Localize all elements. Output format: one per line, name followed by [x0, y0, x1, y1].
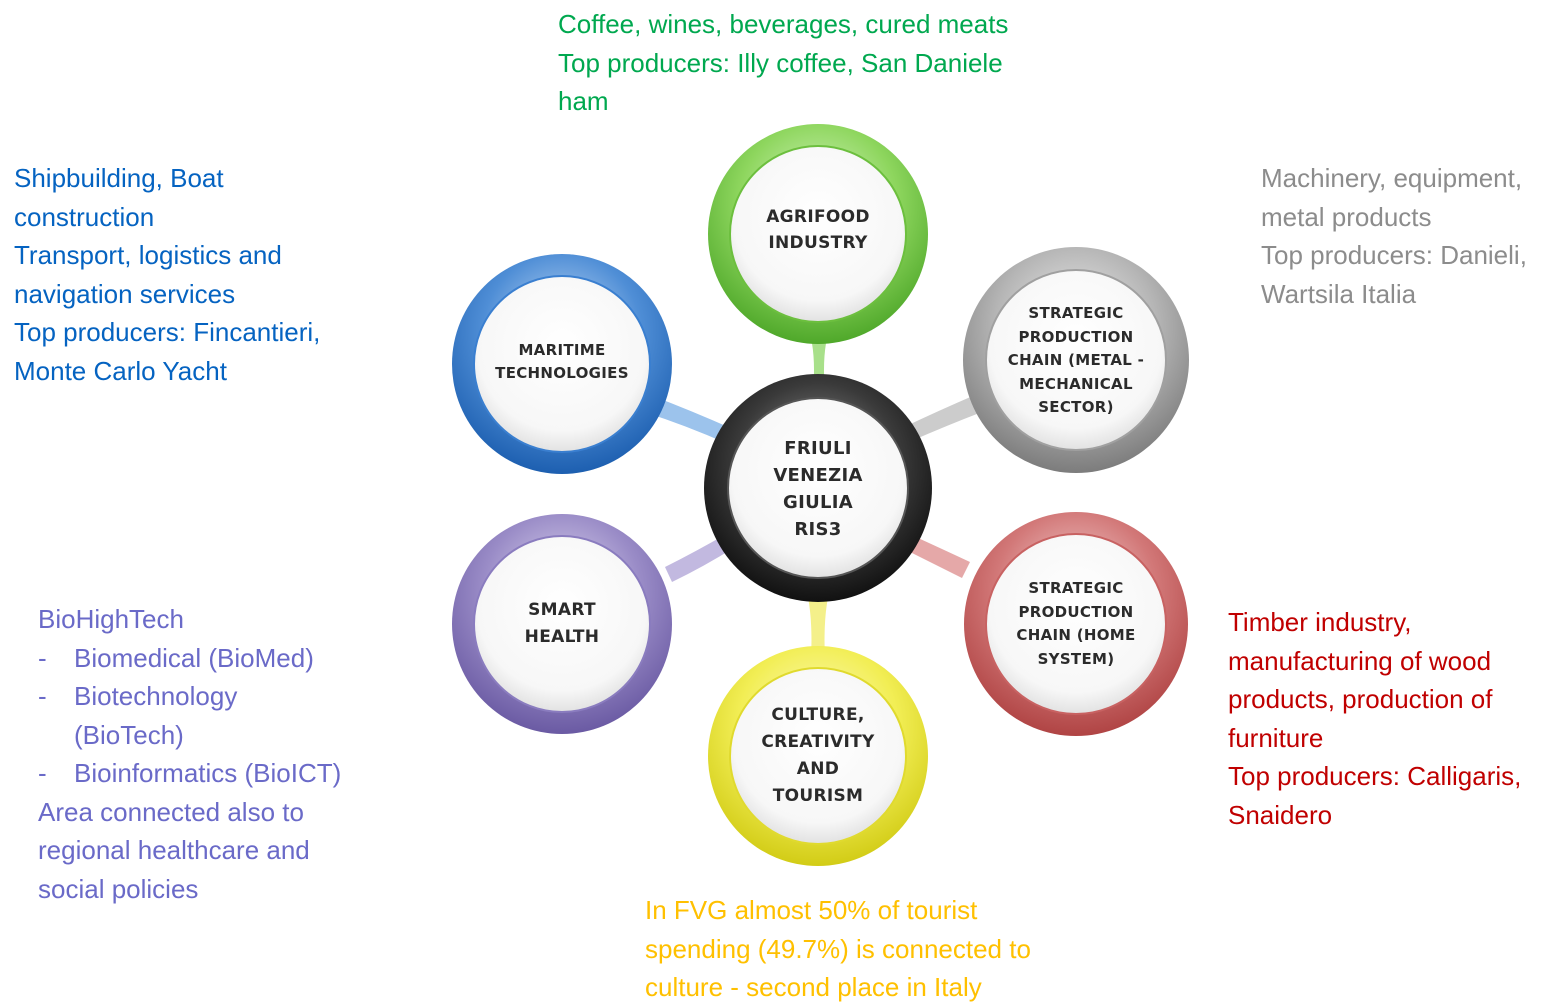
node-ring-home	[964, 512, 1188, 736]
node-label-line: SYSTEM)	[1037, 649, 1115, 668]
note-heading: BioHighTech	[38, 604, 184, 634]
center-label-line: VENEZIA	[773, 465, 863, 486]
node-label-line: PRODUCTION	[1018, 602, 1134, 621]
node-label-line: AGRIFOOD	[766, 207, 870, 227]
node-label-metal: STRATEGIC PRODUCTION CHAIN (METAL - MECH…	[986, 300, 1166, 422]
node-label-line: PRODUCTION	[1018, 327, 1134, 346]
node-label-line: CULTURE,	[771, 705, 865, 725]
note-line: Machinery, equipment,	[1261, 163, 1523, 193]
note-line: Transport, logistics and	[14, 240, 282, 270]
note-line: furniture	[1228, 722, 1324, 753]
node-label-line: TECHNOLOGIES	[495, 364, 629, 382]
note-home: Timber industry, manufacturing of wood p…	[1228, 603, 1521, 834]
center-label-line: RIS3	[794, 519, 842, 540]
note-line: ham	[558, 86, 609, 116]
center-label: FRIULI VENEZIA GIULIA RIS3	[738, 428, 898, 550]
connector-maritime	[644, 395, 735, 444]
node-label-line: MARITIME	[518, 341, 606, 359]
connector-metal	[902, 395, 982, 442]
note-line: Shipbuilding, Boat	[14, 163, 224, 193]
node-label-home: STRATEGIC PRODUCTION CHAIN (HOME SYSTEM)	[986, 576, 1166, 672]
note-line: Timber industry,	[1228, 607, 1412, 637]
bullet-dash: -	[38, 758, 47, 788]
center-label-line: GIULIA	[783, 492, 853, 513]
note-line: Wartsila Italia	[1261, 278, 1417, 309]
note-line: metal products	[1261, 201, 1432, 232]
note-line: Snaidero	[1228, 799, 1333, 830]
bullet-dash: -	[38, 681, 47, 711]
note-maritime: Shipbuilding, Boat construction Transpor…	[14, 159, 320, 390]
note-line: Top producers: Fincantieri,	[14, 317, 321, 347]
node-label-line: STRATEGIC	[1028, 304, 1124, 323]
note-line: Monte Carlo Yacht	[14, 355, 227, 386]
center-label-line: FRIULI	[784, 438, 852, 459]
node-label-line: MECHANICAL	[1019, 374, 1133, 393]
node-label-agrifood: AGRIFOOD INDUSTRY	[738, 200, 898, 260]
note-bullet-list: - Biomedical (BioMed) - Biotechnology (B…	[38, 639, 341, 793]
node-label-maritime: MARITIME TECHNOLOGIES	[472, 334, 652, 390]
note-line: In FVG almost 50% of tourist	[645, 895, 978, 925]
node-ring-maritime	[452, 254, 672, 474]
note-line: products, production of	[1228, 684, 1493, 714]
note-line: Top producers: Calligaris,	[1228, 761, 1522, 791]
note-line: (BioTech)	[74, 719, 184, 750]
note-line: Bioinformatics (BioICT)	[74, 758, 342, 788]
note-line: Area connected also to	[38, 796, 304, 827]
node-label-line: TOURISM	[772, 786, 864, 806]
note-health: BioHighTech - Biomedical (BioMed) - Biot…	[38, 600, 341, 908]
node-label-culture: CULTURE, CREATIVITY AND TOURISM	[738, 700, 898, 812]
note-line: Biomedical (BioMed)	[74, 642, 314, 673]
node-label-line: STRATEGIC	[1028, 579, 1124, 597]
node-ring-agrifood	[708, 124, 928, 344]
list-item: - Bioinformatics (BioICT)	[38, 754, 341, 793]
note-line: Coffee, wines, beverages, cured meats	[558, 9, 1009, 39]
note-culture: In FVG almost 50% of tourist spending (4…	[645, 891, 1031, 1007]
node-label-line: AND	[796, 759, 840, 779]
note-line: spending (49.7%) is connected to	[645, 933, 1031, 964]
node-ring-health	[452, 514, 672, 734]
note-line: culture - second place in Italy	[645, 972, 982, 1002]
connector-culture	[803, 580, 833, 676]
node-ring-metal	[963, 247, 1189, 473]
note-metal: Machinery, equipment, metal products Top…	[1261, 159, 1527, 313]
node-ring-culture	[708, 646, 928, 866]
list-item: - Biomedical (BioMed)	[38, 639, 341, 678]
note-line: Top producers: Danieli,	[1261, 240, 1527, 270]
note-line: social policies	[38, 873, 199, 904]
node-label-line: SMART	[528, 600, 596, 620]
note-line: navigation services	[14, 278, 236, 309]
node-label-line: SECTOR)	[1038, 398, 1114, 417]
list-item: - Biotechnology (BioTech)	[38, 677, 341, 754]
note-line: manufacturing of wood	[1228, 645, 1492, 676]
bullet-dash: -	[38, 642, 47, 673]
note-line: regional healthcare and	[38, 835, 310, 865]
node-label-line: HEALTH	[524, 627, 600, 647]
node-label-health: SMART HEALTH	[482, 594, 642, 654]
center-ring	[704, 374, 932, 602]
note-agrifood: Coffee, wines, beverages, cured meats To…	[558, 5, 1008, 121]
node-label-line: CHAIN (HOME	[1016, 626, 1136, 644]
node-label-line: CHAIN (METAL -	[1007, 351, 1145, 370]
connector-health	[665, 533, 735, 582]
node-label-line: INDUSTRY	[768, 233, 868, 253]
note-line: Biotechnology	[74, 681, 238, 711]
note-line: construction	[14, 201, 155, 232]
note-line: Top producers: Illy coffee, San Daniele	[558, 47, 1003, 78]
node-label-line: CREATIVITY	[761, 732, 875, 752]
